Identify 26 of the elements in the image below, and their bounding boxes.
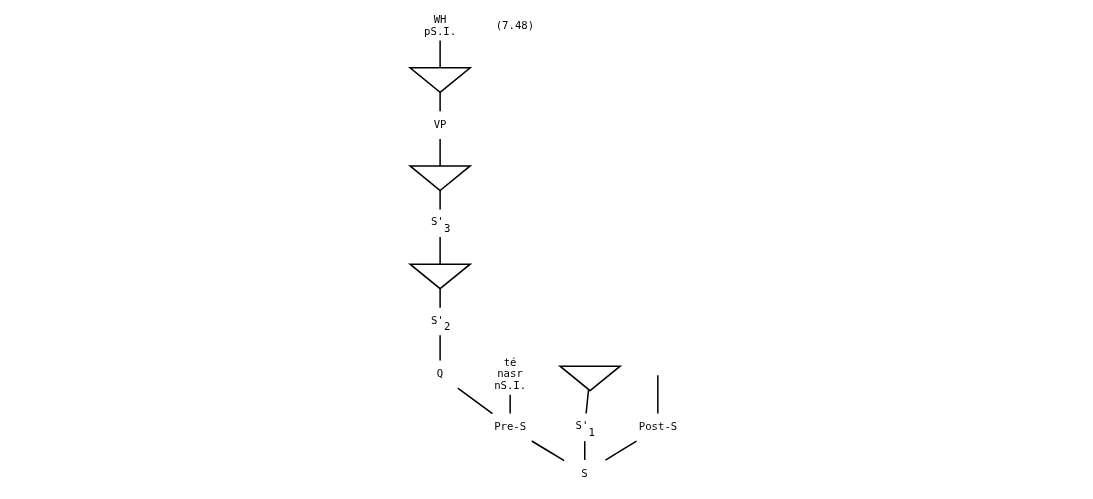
connector xyxy=(584,440,586,461)
node-text: S xyxy=(581,466,588,480)
connector xyxy=(657,374,659,415)
connector xyxy=(439,334,441,362)
connector xyxy=(457,387,494,415)
node-triangle xyxy=(557,365,623,392)
connector xyxy=(439,138,441,167)
node-triangle xyxy=(407,67,473,94)
connector xyxy=(439,39,441,69)
label: (7.48) xyxy=(495,18,535,32)
connector xyxy=(439,236,441,265)
connector xyxy=(530,440,565,462)
node-text: Post-S xyxy=(638,420,678,434)
node-text: VP xyxy=(433,117,447,131)
connector xyxy=(439,91,441,113)
node-triangle xyxy=(407,165,473,192)
connector xyxy=(604,440,638,461)
connector xyxy=(439,288,441,309)
node-text: té nasr nS.I. xyxy=(494,355,527,392)
node-text: WH pS.I. xyxy=(424,13,457,38)
node-triangle xyxy=(407,263,473,290)
connector xyxy=(585,388,590,415)
connector xyxy=(439,189,441,211)
node-text: Q xyxy=(436,367,444,381)
node-text: Pre-S xyxy=(494,420,527,434)
connector xyxy=(509,393,511,415)
